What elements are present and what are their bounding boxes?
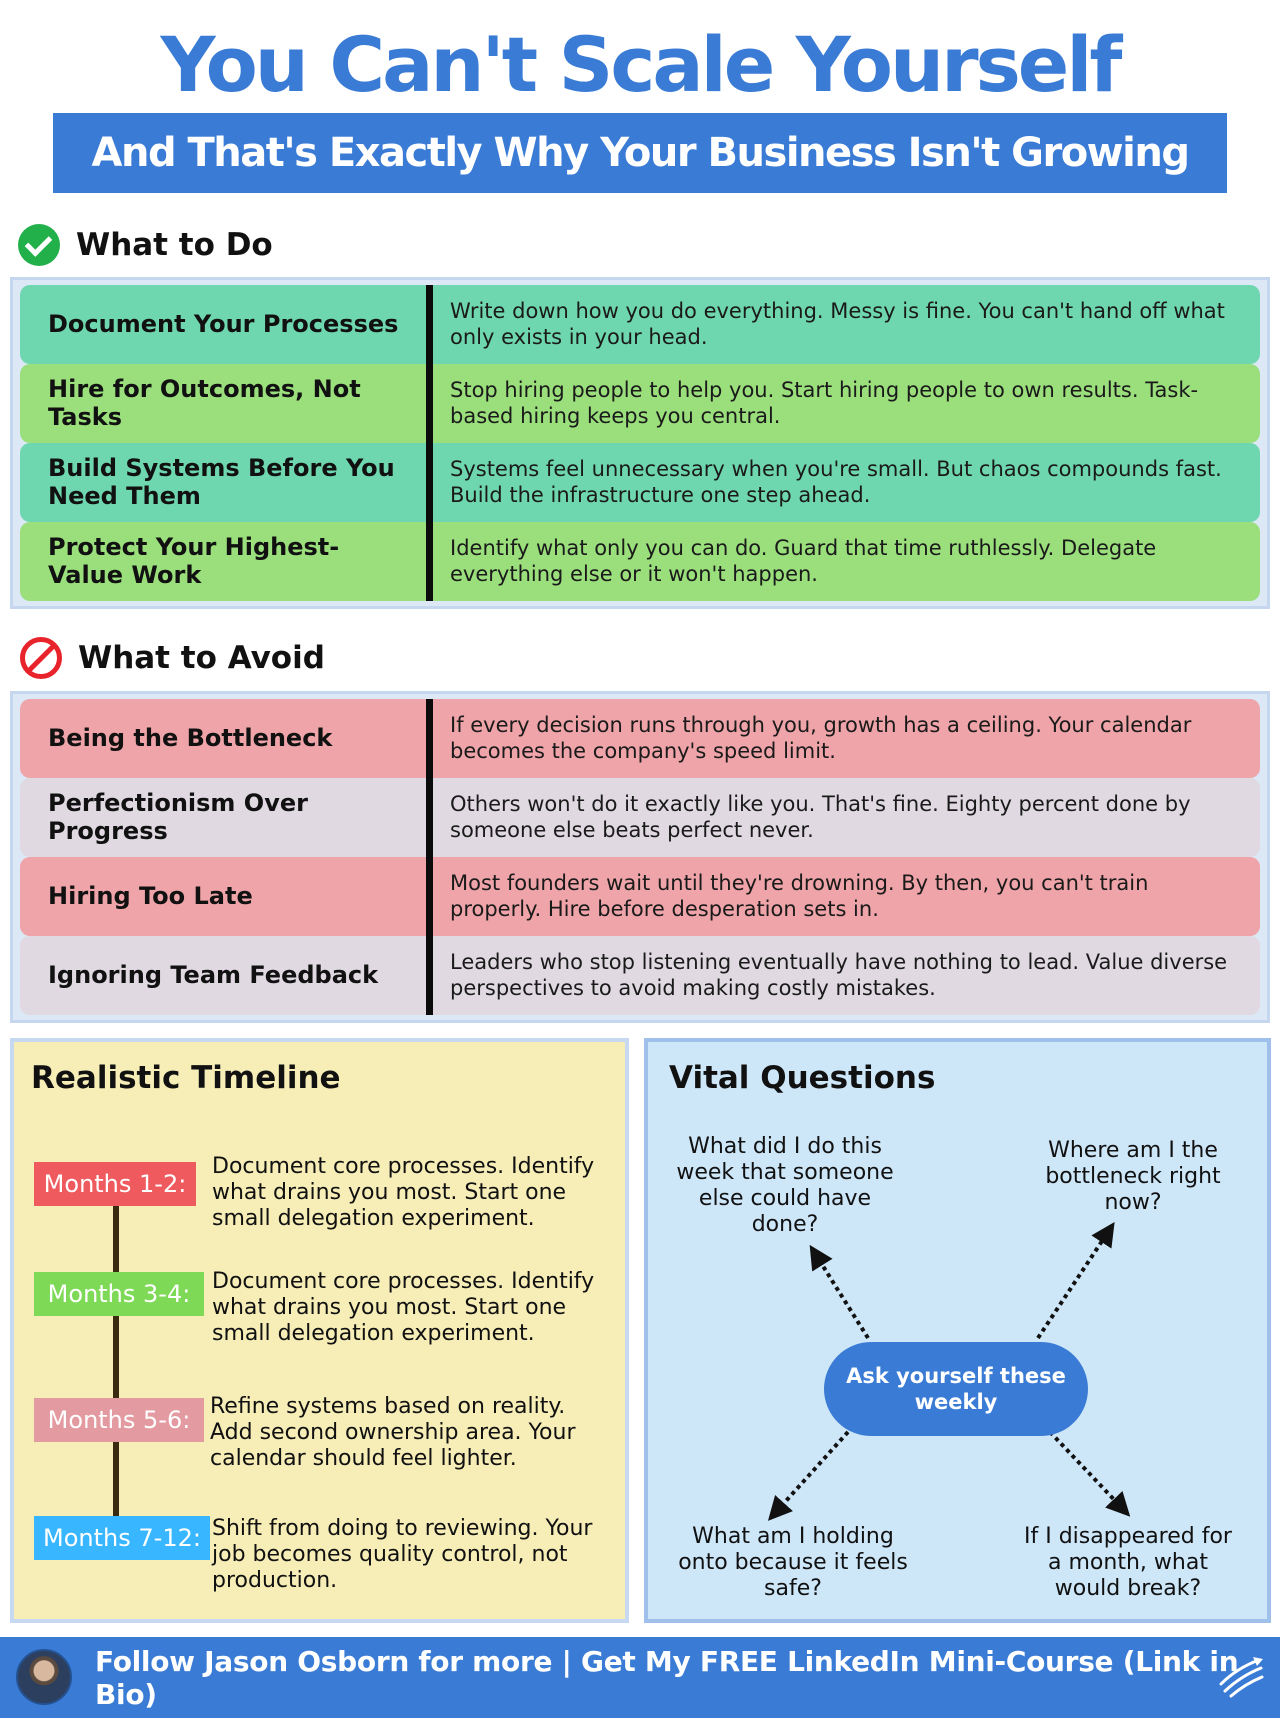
- column-divider: [426, 285, 433, 601]
- do-row-label: Build Systems Before You Need Them: [48, 453, 395, 510]
- do-heading-text: What to Do: [76, 227, 273, 263]
- timeline-text: Shift from doing to reviewing. Your job …: [212, 1516, 593, 1593]
- avoid-row: Perfectionism Over Progress Others won't…: [20, 778, 1260, 857]
- center-prompt: Ask yourself these weekly: [824, 1342, 1088, 1436]
- do-row-label: Hire for Outcomes, Not Tasks: [48, 374, 361, 431]
- vital-questions-title: Vital Questions: [669, 1060, 936, 1096]
- question-bottom-right: If I disappeared for a month, what would…: [1024, 1524, 1232, 1601]
- question-bottom-left: What am I holding onto because it feels …: [678, 1524, 908, 1601]
- do-row: Hire for Outcomes, Not Tasks Stop hiring…: [20, 364, 1260, 443]
- arrow-bottom-right: [1048, 1430, 1131, 1517]
- arrow-top-left: [809, 1244, 870, 1340]
- avoid-row-label: Hiring Too Late: [48, 881, 253, 910]
- question-top-right: Where am I the bottleneck right now?: [1045, 1138, 1221, 1215]
- timeline-label: Months 7-12:: [34, 1516, 210, 1560]
- avoid-row: Being the Bottleneck If every decision r…: [20, 699, 1260, 778]
- footer-cta[interactable]: Follow Jason Osborn for more | Get My FR…: [95, 1644, 1239, 1711]
- question-top-left: What did I do this week that someone els…: [676, 1134, 894, 1237]
- avoid-row-label: Ignoring Team Feedback: [48, 960, 379, 989]
- avoid-row: Hiring Too Late Most founders wait until…: [20, 857, 1260, 936]
- timeline-text: Refine systems based on reality. Add sec…: [210, 1394, 576, 1471]
- arrow-top-right: [1036, 1221, 1115, 1340]
- avoid-row-label: Perfectionism Over Progress: [48, 788, 308, 845]
- timeline-label: Months 5-6:: [34, 1398, 204, 1442]
- arrow-bottom-left: [767, 1430, 850, 1521]
- subtitle-text: And That's Exactly Why Your Business Isn…: [91, 130, 1190, 176]
- do-row-label: Document Your Processes: [48, 309, 399, 338]
- avoid-row-text: Others won't do it exactly like you. Tha…: [450, 792, 1191, 842]
- avoid-section-heading: What to Avoid: [20, 637, 325, 679]
- do-table: Document Your Processes Write down how y…: [10, 277, 1270, 609]
- avoid-row: Ignoring Team Feedback Leaders who stop …: [20, 936, 1260, 1015]
- do-row-text: Write down how you do everything. Messy …: [450, 299, 1225, 349]
- timeline-label: Months 3-4:: [34, 1272, 204, 1316]
- timeline-panel: Realistic Timeline Months 1-2: Document …: [10, 1038, 629, 1623]
- do-row: Protect Your Highest-Value Work Identify…: [20, 522, 1260, 601]
- avatar: [16, 1649, 72, 1705]
- timeline-title: Realistic Timeline: [31, 1060, 341, 1096]
- center-prompt-text: Ask yourself these weekly: [846, 1363, 1066, 1414]
- footer-banner: Follow Jason Osborn for more | Get My FR…: [0, 1637, 1280, 1718]
- prohibited-icon: [20, 637, 62, 679]
- do-section-heading: What to Do: [18, 224, 273, 266]
- avoid-row-text: Most founders wait until they're drownin…: [450, 871, 1149, 921]
- avoid-heading-text: What to Avoid: [78, 640, 325, 676]
- question-arrows: [767, 1221, 1131, 1521]
- timeline-text: Document core processes. Identify what d…: [212, 1269, 595, 1346]
- brand-logo-icon: [1219, 1657, 1264, 1698]
- subtitle-banner: And That's Exactly Why Your Business Isn…: [53, 113, 1227, 193]
- do-row: Build Systems Before You Need Them Syste…: [20, 443, 1260, 522]
- do-row: Document Your Processes Write down how y…: [20, 285, 1260, 364]
- check-circle-icon: [18, 224, 60, 266]
- do-row-text: Identify what only you can do. Guard tha…: [450, 536, 1157, 586]
- do-row-text: Stop hiring people to help you. Start hi…: [450, 378, 1199, 428]
- timeline-line: [113, 1192, 119, 1557]
- do-row-label: Protect Your Highest-Value Work: [48, 532, 340, 589]
- page-title: You Can't Scale Yourself: [160, 20, 1123, 109]
- avoid-row-text: Leaders who stop listening eventually ha…: [450, 950, 1228, 1000]
- timeline-label: Months 1-2:: [34, 1162, 196, 1206]
- timeline-text: Document core processes. Identify what d…: [212, 1154, 595, 1231]
- column-divider: [426, 699, 433, 1015]
- avoid-table: Being the Bottleneck If every decision r…: [10, 691, 1270, 1023]
- vital-questions-panel: Vital Questions What did I do this week …: [644, 1038, 1271, 1623]
- avoid-row-text: If every decision runs through you, grow…: [450, 713, 1192, 763]
- do-row-text: Systems feel unnecessary when you're sma…: [450, 457, 1222, 507]
- avoid-row-label: Being the Bottleneck: [48, 723, 333, 752]
